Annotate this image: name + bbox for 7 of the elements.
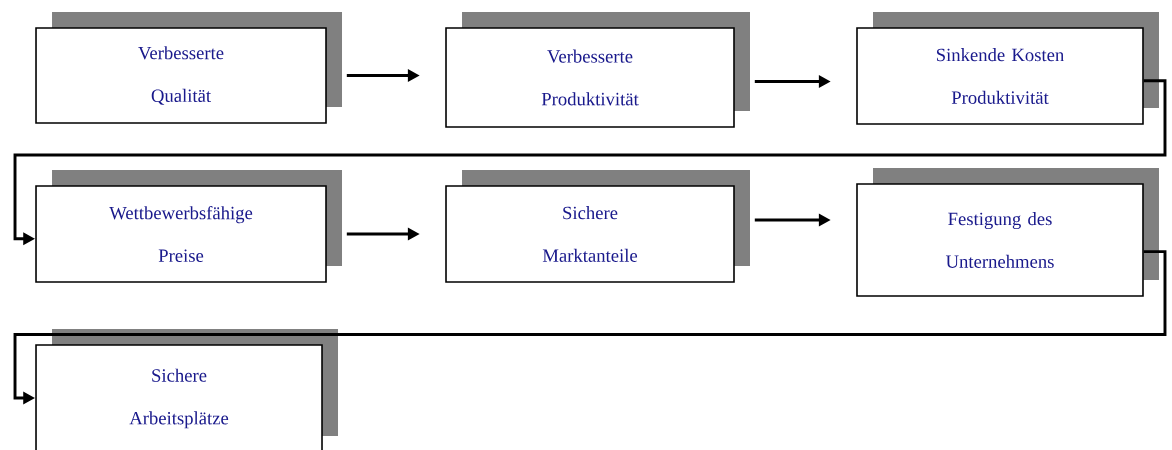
process-box: Sichere Arbeitsplätze xyxy=(35,329,338,450)
process-box: Verbesserte Produktivität xyxy=(445,12,750,128)
process-box: Verbesserte Qualität xyxy=(35,12,342,124)
process-box: Wettbewerbsfähige Preise xyxy=(35,170,342,283)
process-box: Sichere Marktanteile xyxy=(445,170,750,283)
process-box: Sinkende Kosten Produktivität xyxy=(856,12,1159,125)
process-box: Festigung des Unternehmens xyxy=(856,168,1159,297)
